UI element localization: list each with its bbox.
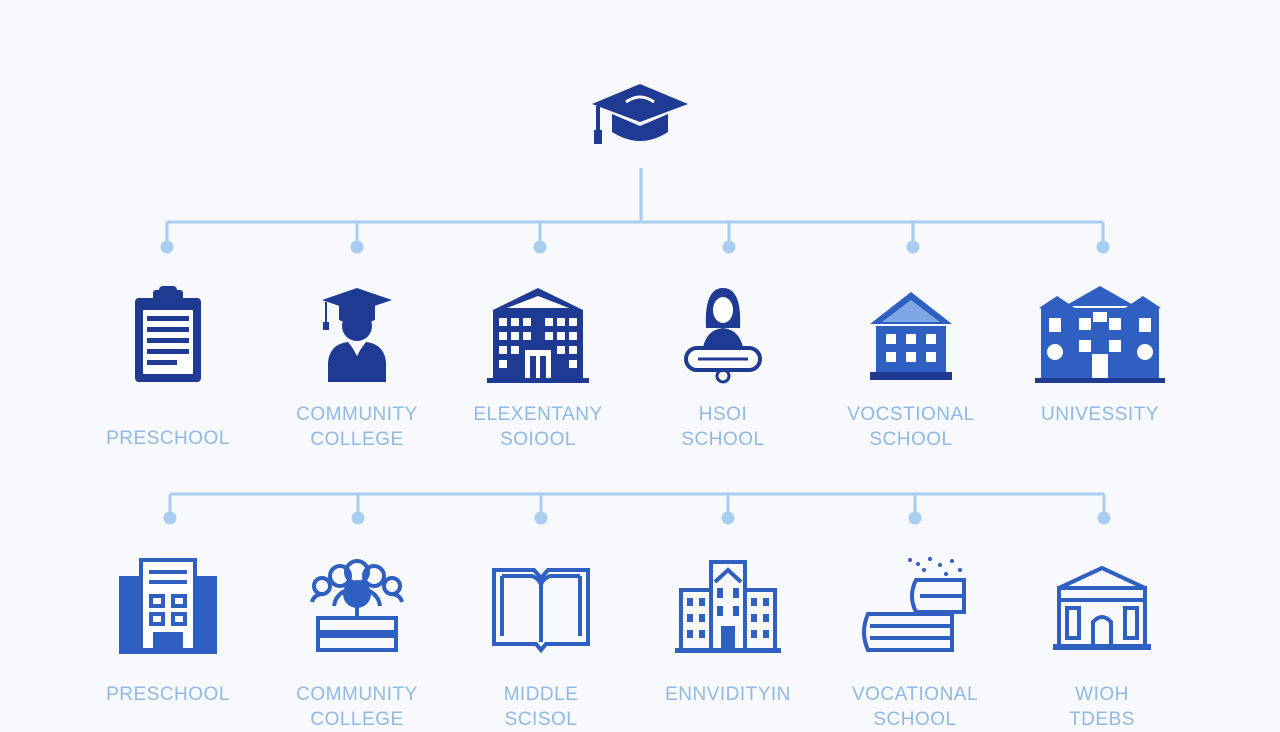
node-label: COMMUNITY COLLEGE (296, 684, 418, 730)
clipboard-icon (135, 286, 201, 382)
node-elementary-school: ELEXENTANY SOIOOL (443, 284, 633, 452)
connector-dot (1097, 511, 1111, 525)
museum-building-icon (1053, 565, 1151, 650)
node-vocational-school: VOCSTIONAL SCHOOL (816, 284, 1006, 452)
open-book-icon (492, 568, 590, 654)
node-label: WIOH TDEBS (1069, 684, 1135, 730)
connector-dot (1096, 240, 1110, 254)
university-campus-icon (1035, 286, 1165, 383)
node-label: ENNVIDITYIN (665, 684, 791, 705)
graduate-person-icon (322, 288, 392, 382)
connector-dot (163, 511, 177, 525)
connector-dot (351, 511, 365, 525)
node-label: ELEXENTANY SOIOOL (473, 404, 603, 450)
connector-dot (350, 240, 364, 254)
node-university: UNIVESSITY (1005, 284, 1195, 427)
node-label: UNIVESSITY (1041, 404, 1159, 425)
node-museum-building: WIOH TDEBS (1007, 556, 1197, 732)
connector-dot (906, 240, 920, 254)
connector-dot (534, 511, 548, 525)
connector-dot (160, 240, 174, 254)
node-preschool-2: PRESCHOOL (73, 556, 263, 707)
node-label: PRESCHOOL (106, 684, 230, 705)
connector-dot (722, 240, 736, 254)
node-label: VOCSTIONAL SCHOOL (847, 404, 975, 450)
node-label: PRESCHOOL (106, 428, 230, 449)
student-diploma-icon (684, 288, 762, 384)
connector-dot (533, 240, 547, 254)
node-vocational-school-2: VOCATIONAL SCHOOL (820, 556, 1010, 732)
node-preschool: PRESCHOOL (73, 284, 263, 451)
node-label: COMMUNITY COLLEGE (296, 404, 418, 450)
group-books-icon (310, 559, 404, 652)
office-building-icon (119, 558, 217, 654)
node-label: HSOI SCHOOL (681, 404, 765, 450)
classical-building-icon (870, 292, 952, 380)
node-label: MIDDLE SCISOL (503, 684, 579, 730)
node-community-college-2: COMMUNITY COLLEGE (262, 556, 452, 732)
node-city-building: ENNVIDITYIN (633, 556, 823, 707)
city-building-icon (675, 560, 781, 653)
stacked-books-icon (862, 557, 966, 652)
node-label: VOCATIONAL SCHOOL (851, 684, 979, 730)
graduation-cap-icon (592, 84, 688, 144)
connector-dot (908, 511, 922, 525)
node-middle-school: MIDDLE SCISOL (446, 556, 636, 732)
connector-dot (721, 511, 735, 525)
node-community-college: COMMUNITY COLLEGE (262, 284, 452, 452)
node-high-school: HSOI SCHOOL (628, 284, 818, 452)
school-building-icon (487, 288, 589, 383)
